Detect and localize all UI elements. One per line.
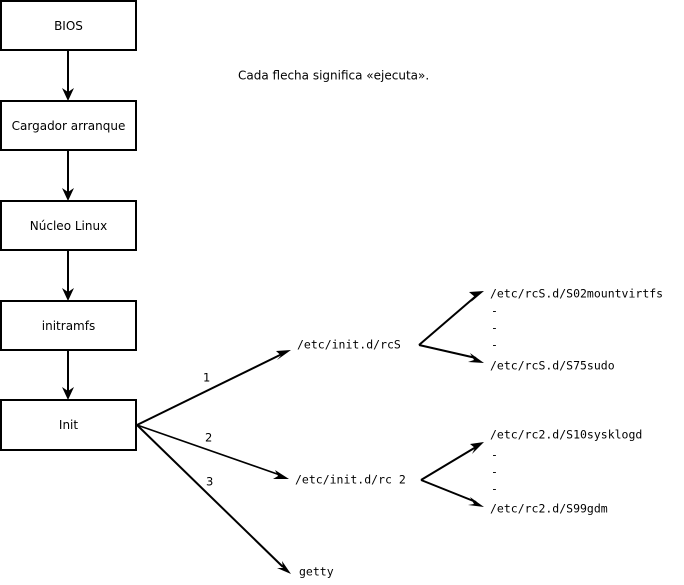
arrow-head-icon: [468, 353, 484, 363]
branch-group-rc2: /etc/rc2.d/S10sysklogd - - - /etc/rc2.d/…: [420, 428, 642, 516]
arrow-head-icon: [273, 470, 289, 479]
node-box-initramfs-label: initramfs: [42, 319, 95, 333]
node-box-initramfs-rect: [0, 300, 137, 351]
node-box-bios-label: BIOS: [54, 19, 83, 33]
branch-rc2-bottom-edge: [420, 479, 484, 507]
arrow-head-icon: [468, 497, 484, 507]
legend-note: Cada flecha significa «ejecuta».: [238, 69, 429, 83]
script-targets-group: /etc/init.d/rcS /etc/init.d/rc 2 getty: [295, 338, 406, 579]
node-box-init-label: Init: [59, 418, 78, 432]
init-fanout-group: 1 2 3: [136, 350, 291, 574]
arrow-bootloader-to-kernel: [62, 150, 74, 201]
arrow-initramfs-to-init: [62, 350, 74, 400]
arrow-head-icon: [62, 88, 74, 101]
fanout-edge-2-number: 2: [205, 431, 212, 445]
node-box-init-rect: [0, 399, 137, 451]
node-box-bios[interactable]: BIOS: [0, 0, 137, 51]
branch-rc2-dash: -: [491, 465, 498, 479]
node-box-initramfs[interactable]: initramfs: [0, 300, 137, 351]
branch-rc2-dash: -: [491, 448, 498, 462]
branch-rc2-top-label[interactable]: /etc/rc2.d/S10sysklogd: [490, 428, 642, 442]
arrow-head-icon: [276, 350, 291, 360]
target-label-getty[interactable]: getty: [299, 565, 334, 579]
node-box-kernel-label: Núcleo Linux: [30, 219, 107, 233]
node-box-kernel[interactable]: Núcleo Linux: [0, 200, 137, 251]
branch-rcs-top-edge: [418, 291, 484, 346]
arrow-head-icon: [277, 561, 291, 574]
target-label-rcs[interactable]: /etc/init.d/rcS: [297, 338, 401, 352]
target-label-rc2[interactable]: /etc/init.d/rc 2: [295, 473, 406, 487]
fanout-edge-1-number: 1: [203, 371, 210, 385]
arrow-head-icon: [62, 387, 74, 400]
chain-arrows-group: [62, 50, 74, 400]
branch-rcs-dash: -: [491, 338, 498, 352]
branch-rcs-top-label[interactable]: /etc/rcS.d/S02mountvirtfs: [490, 287, 663, 301]
fanout-edge-3-number: 3: [206, 475, 213, 489]
arrow-bios-to-bootloader: [62, 50, 74, 101]
branch-rc2-top-edge: [420, 442, 484, 481]
branch-rcs-bottom-edge: [418, 344, 484, 363]
branch-rc2-dash: -: [491, 482, 498, 496]
fanout-edge-2: 2: [136, 424, 289, 479]
fanout-edge-1: 1: [136, 350, 291, 426]
branch-rcs-dash: -: [491, 304, 498, 318]
arrow-kernel-to-initramfs: [62, 250, 74, 301]
node-box-init[interactable]: Init: [0, 399, 137, 451]
node-box-bootloader-label: Cargador arranque: [12, 119, 126, 133]
branch-rcs-bottom-label[interactable]: /etc/rcS.d/S75sudo: [490, 359, 615, 373]
branch-rcs-dash: -: [491, 321, 498, 335]
node-box-bootloader[interactable]: Cargador arranque: [0, 100, 137, 151]
arrow-head-icon: [62, 288, 74, 301]
branch-rc2-bottom-label[interactable]: /etc/rc2.d/S99gdm: [490, 502, 608, 516]
arrow-head-icon: [62, 188, 74, 201]
branch-group-rcs: /etc/rcS.d/S02mountvirtfs - - - /etc/rcS…: [418, 287, 663, 373]
arrow-head-icon: [470, 442, 484, 454]
fanout-edge-3: 3: [136, 424, 291, 574]
node-box-kernel-rect: [0, 200, 137, 251]
arrow-head-icon: [469, 291, 484, 302]
boot-chain-group: BIOS Cargador arranque Núcleo Linux init…: [0, 0, 137, 451]
node-box-bios-rect: [0, 0, 137, 51]
